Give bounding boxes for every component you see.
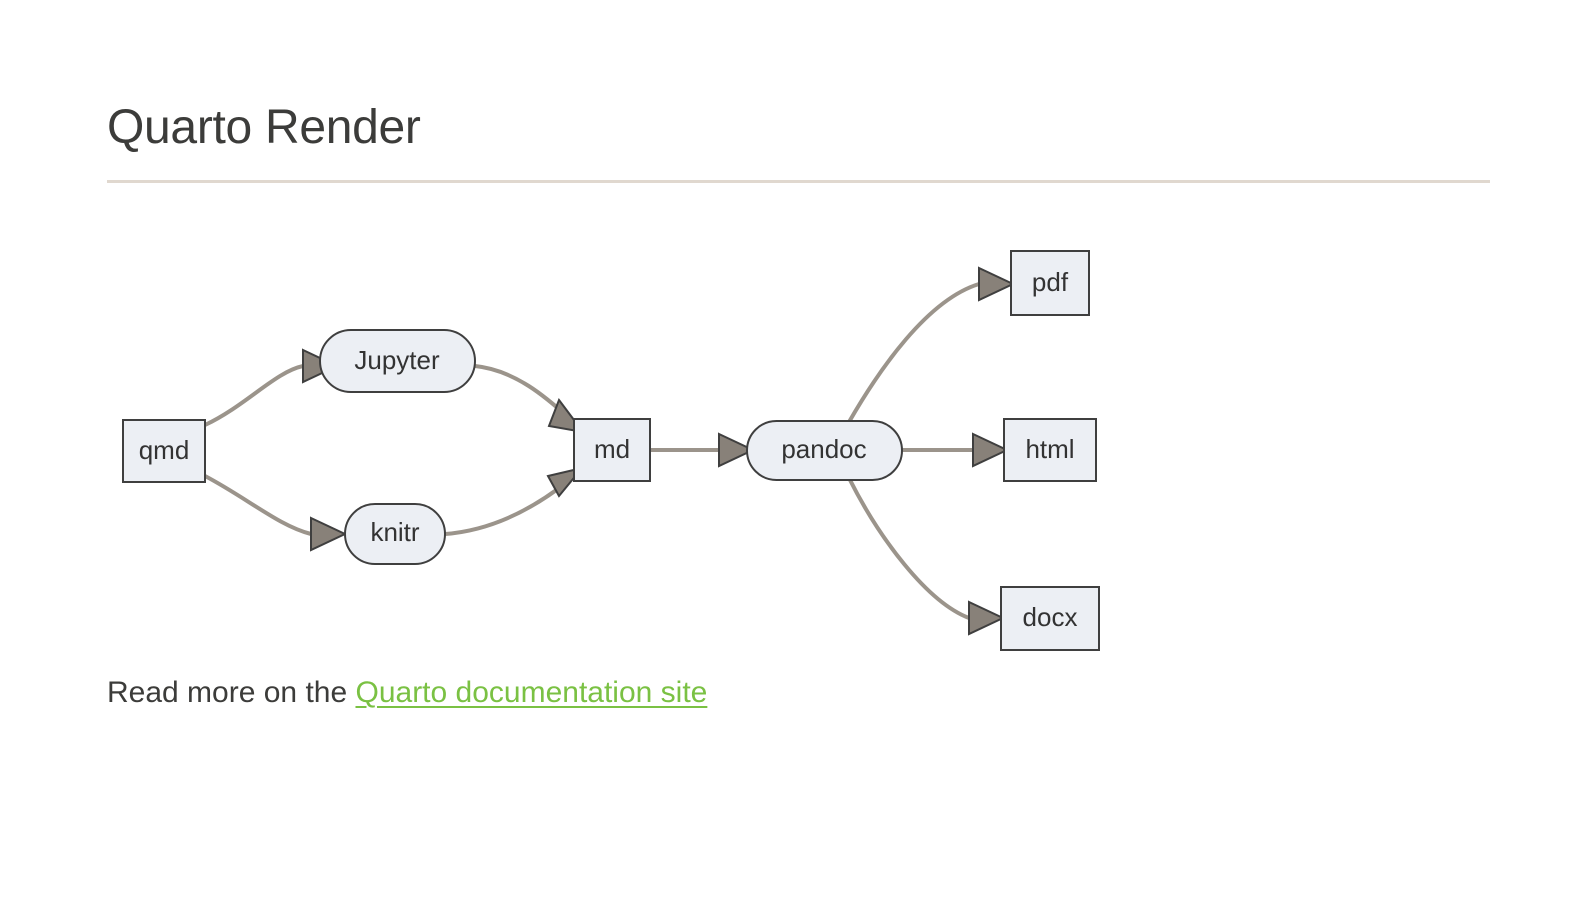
node-qmd[interactable]: qmd xyxy=(122,419,206,483)
edge-pandoc-to-docx xyxy=(847,477,1006,636)
node-html[interactable]: html xyxy=(1003,418,1097,482)
node-docx-label: docx xyxy=(1023,602,1078,632)
edge-pandoc-to-html xyxy=(902,432,1010,468)
node-pandoc-label: pandoc xyxy=(781,434,866,464)
edge-knitr-to-md xyxy=(444,466,585,536)
title-divider xyxy=(107,179,1490,183)
node-qmd-label: qmd xyxy=(139,435,190,465)
edge-qmd-to-knitr xyxy=(204,474,348,552)
node-docx[interactable]: docx xyxy=(1000,586,1100,651)
node-jupyter[interactable]: Jupyter xyxy=(319,329,476,393)
title-block: Quarto Render xyxy=(107,100,1490,183)
edge-jupyter-to-md xyxy=(474,364,586,434)
quarto-render-flowchart: qmd Jupyter knitr md pandoc pdf xyxy=(107,220,1207,651)
flowchart-svg: qmd Jupyter knitr md pandoc pdf xyxy=(122,250,1100,651)
quarto-documentation-link[interactable]: Quarto documentation site xyxy=(355,676,708,709)
node-jupyter-label: Jupyter xyxy=(354,345,440,375)
node-pdf[interactable]: pdf xyxy=(1010,250,1090,316)
node-html-label: html xyxy=(1025,434,1074,464)
node-knitr[interactable]: knitr xyxy=(344,503,446,565)
node-md[interactable]: md xyxy=(573,418,651,482)
edge-md-to-pandoc xyxy=(650,432,756,468)
node-pandoc[interactable]: pandoc xyxy=(746,420,903,481)
read-more-lead-text: Read more on the xyxy=(107,676,356,709)
node-md-label: md xyxy=(594,434,630,464)
node-pdf-label: pdf xyxy=(1032,267,1069,297)
read-more-paragraph: Read more on the Quarto documentation si… xyxy=(107,672,707,714)
edge-pandoc-to-pdf xyxy=(847,266,1016,423)
page-title: Quarto Render xyxy=(107,101,421,154)
node-knitr-label: knitr xyxy=(370,517,419,547)
edge-qmd-to-jupyter xyxy=(204,348,340,427)
